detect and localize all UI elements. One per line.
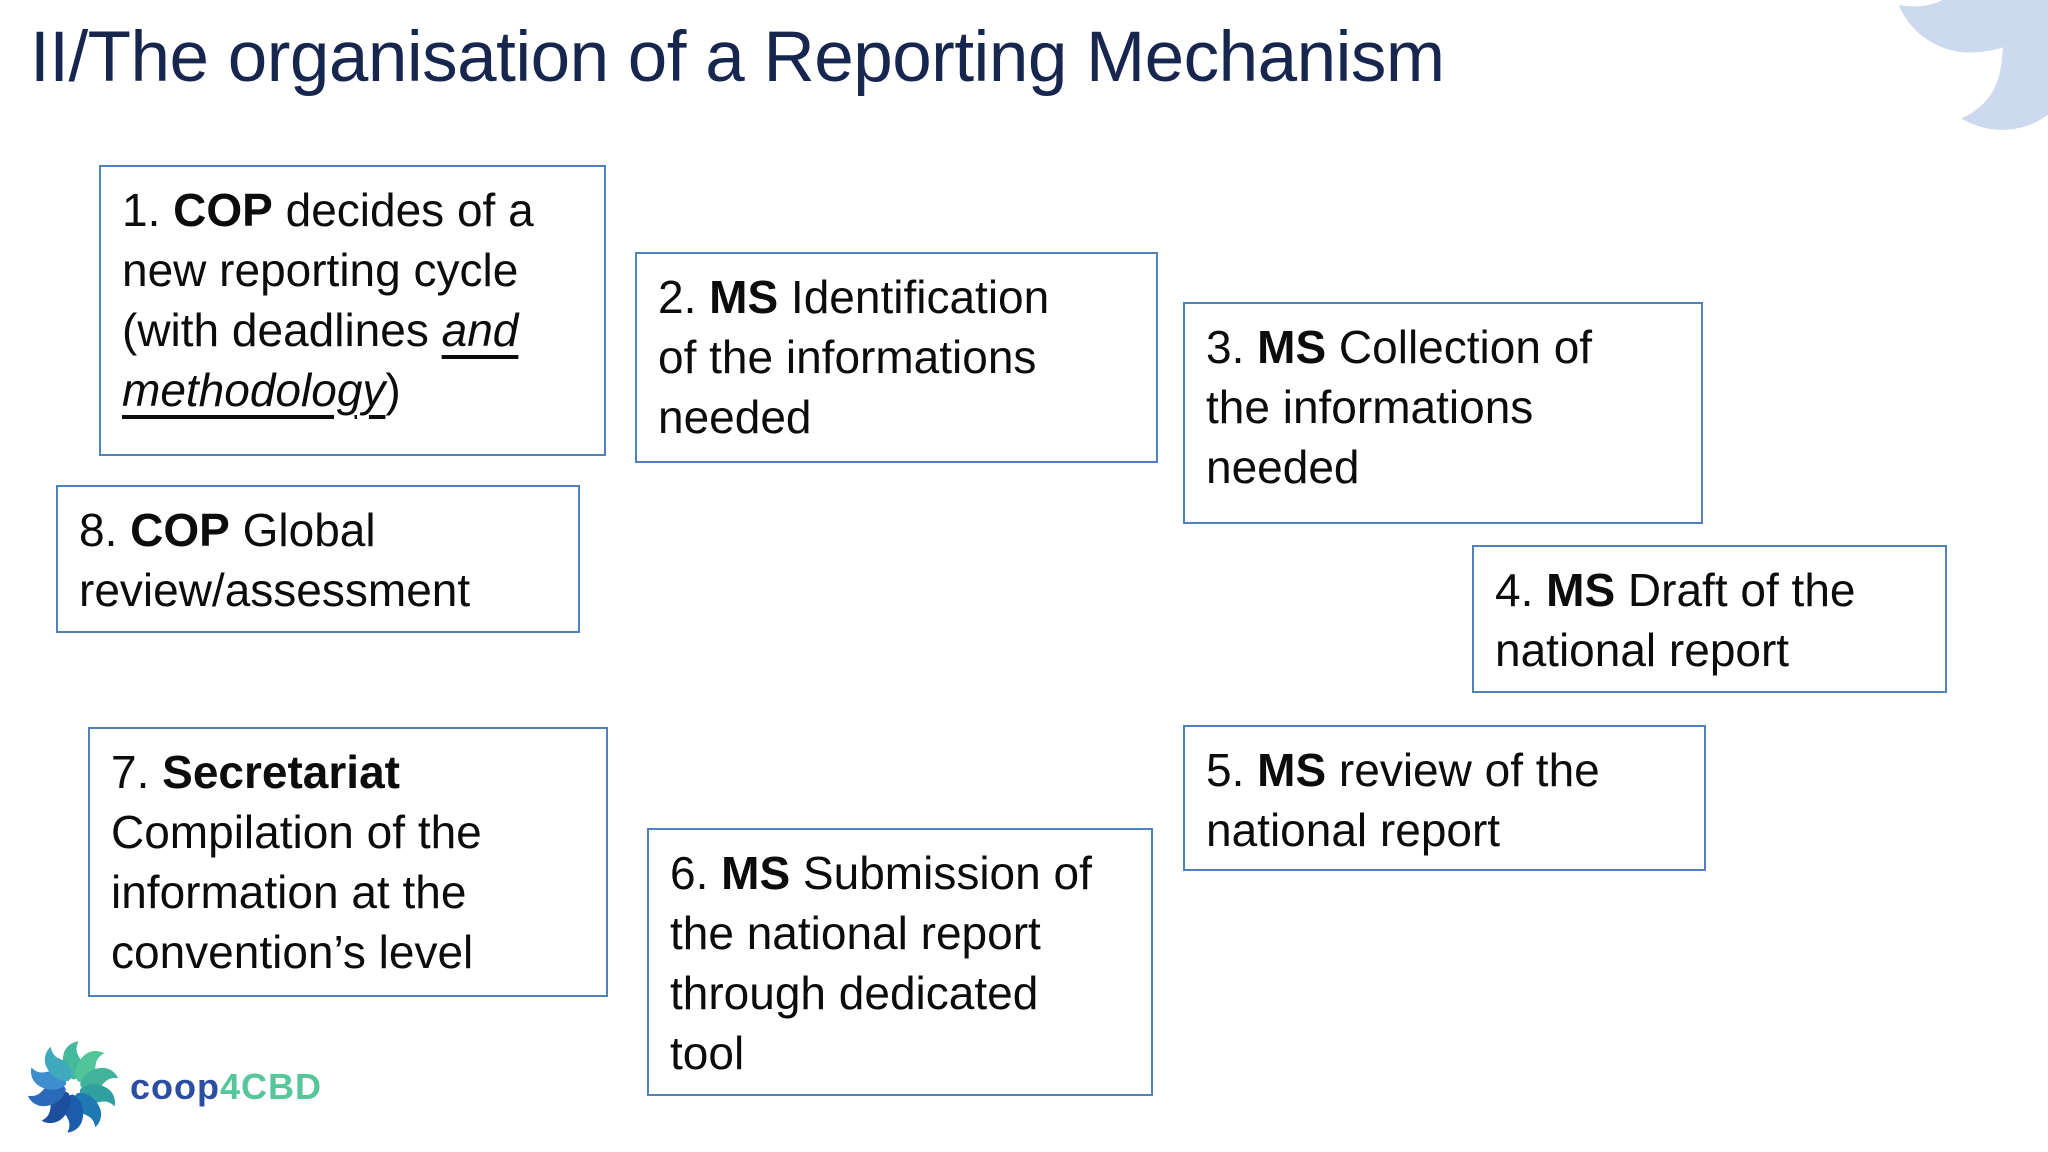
- page-title: II/The organisation of a Reporting Mecha…: [30, 18, 1445, 97]
- box-text-line: convention’s level: [111, 926, 474, 978]
- box-text-line: information at the: [111, 866, 467, 918]
- box-text-line: new reporting cycle: [122, 244, 519, 296]
- box-text-line: Compilation of the: [111, 806, 482, 858]
- box-text-line: the national report: [670, 907, 1041, 959]
- logo-text-coop: coop: [130, 1066, 220, 1107]
- box-text-line: needed: [658, 391, 812, 443]
- box-text-line: 7. Secretariat: [111, 746, 400, 798]
- logo-wordmark: coop4CBD: [130, 1066, 322, 1108]
- process-box-2-ms-identification: 2. MS Identification of the informations n…: [635, 252, 1158, 463]
- process-box-6-ms-submission: 6. MS Submission of the national report th…: [647, 828, 1153, 1096]
- process-box-5-ms-review: 5. MS review of the national report: [1183, 725, 1706, 871]
- box-text-line: (with deadlines and: [122, 304, 519, 356]
- box-text-line: national report: [1206, 804, 1501, 856]
- logo-text-4cbd: 4CBD: [220, 1066, 323, 1107]
- box-text-line: 4. MS Draft of the: [1495, 564, 1856, 616]
- box-text-line: 2. MS Identification: [658, 271, 1050, 323]
- box-text-line: tool: [670, 1027, 745, 1079]
- coop4cbd-logo: coop4CBD: [26, 1040, 322, 1134]
- box-text-line: 6. MS Submission of: [670, 847, 1092, 899]
- box-text-line: through dedicated: [670, 967, 1039, 1019]
- box-text-line: needed: [1206, 441, 1360, 493]
- box-text-line: 3. MS Collection of: [1206, 321, 1593, 373]
- process-box-3-ms-collection: 3. MS Collection of the informations neede…: [1183, 302, 1703, 524]
- box-text-line: review/assessment: [79, 564, 471, 616]
- process-box-1-cop-decides: 1. COP decides of a new reporting cycle (w…: [99, 165, 606, 456]
- box-text-line: 1. COP decides of a: [122, 184, 534, 236]
- box-text-line: national report: [1495, 624, 1790, 676]
- corner-leaf-swirl-decoration-icon: [1893, 0, 2048, 162]
- box-text-line: methodology): [122, 364, 401, 416]
- box-text-line: the informations: [1206, 381, 1534, 433]
- box-text-line: 5. MS review of the: [1206, 744, 1600, 796]
- process-box-4-ms-draft: 4. MS Draft of the national report: [1472, 545, 1947, 693]
- swirl-leaves-logo-icon: [26, 1041, 120, 1133]
- box-text-line: of the informations: [658, 331, 1037, 383]
- box-text-line: 8. COP Global: [79, 504, 376, 556]
- process-box-8-cop-review: 8. COP Global review/assessment: [56, 485, 580, 633]
